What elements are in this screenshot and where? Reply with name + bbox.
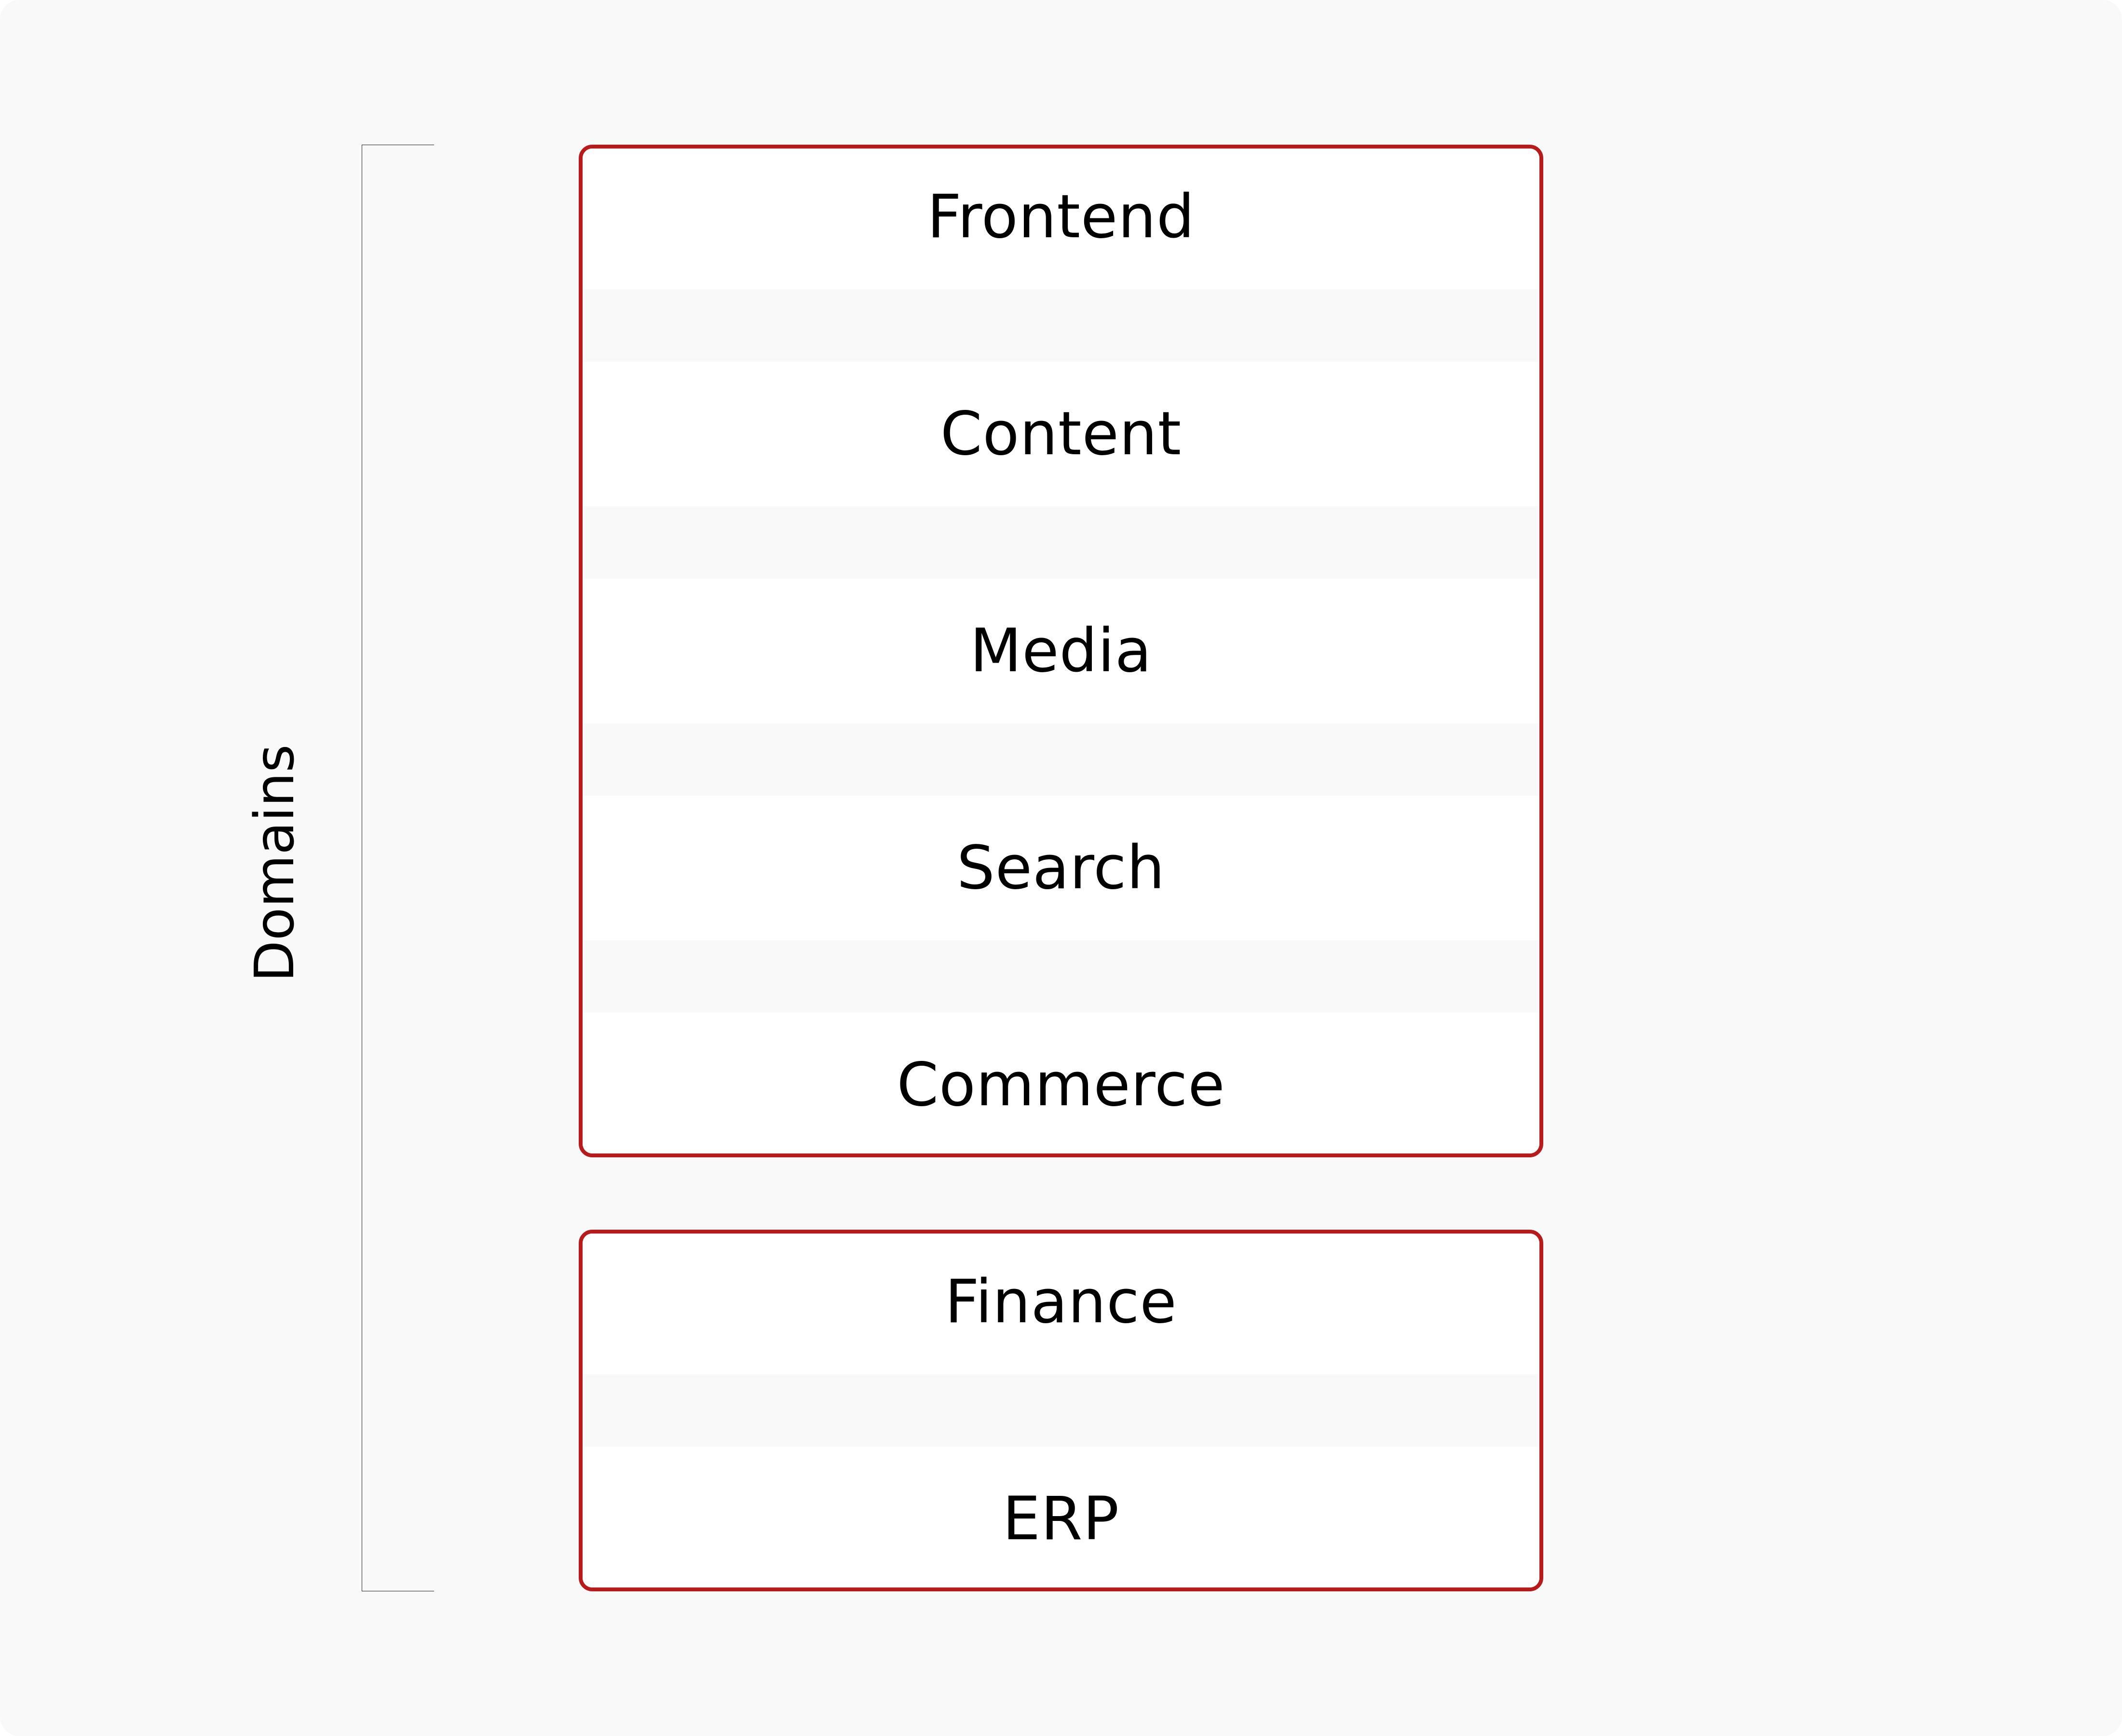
- domain-group-backoffice: Finance ERP: [579, 1230, 1543, 1591]
- domain-row-content: Content: [583, 362, 1539, 506]
- domain-row-finance: Finance: [583, 1234, 1539, 1374]
- domain-row-erp: ERP: [583, 1447, 1539, 1587]
- domain-row-search: Search: [583, 796, 1539, 940]
- domains-label: Domains: [244, 744, 306, 982]
- domain-group-primary: Frontend Content Media Search Commerce: [579, 145, 1543, 1157]
- domain-row-commerce: Commerce: [583, 1013, 1539, 1153]
- domain-row-frontend: Frontend: [583, 149, 1539, 289]
- domain-row-media: Media: [583, 579, 1539, 723]
- domains-bracket: [362, 145, 434, 1591]
